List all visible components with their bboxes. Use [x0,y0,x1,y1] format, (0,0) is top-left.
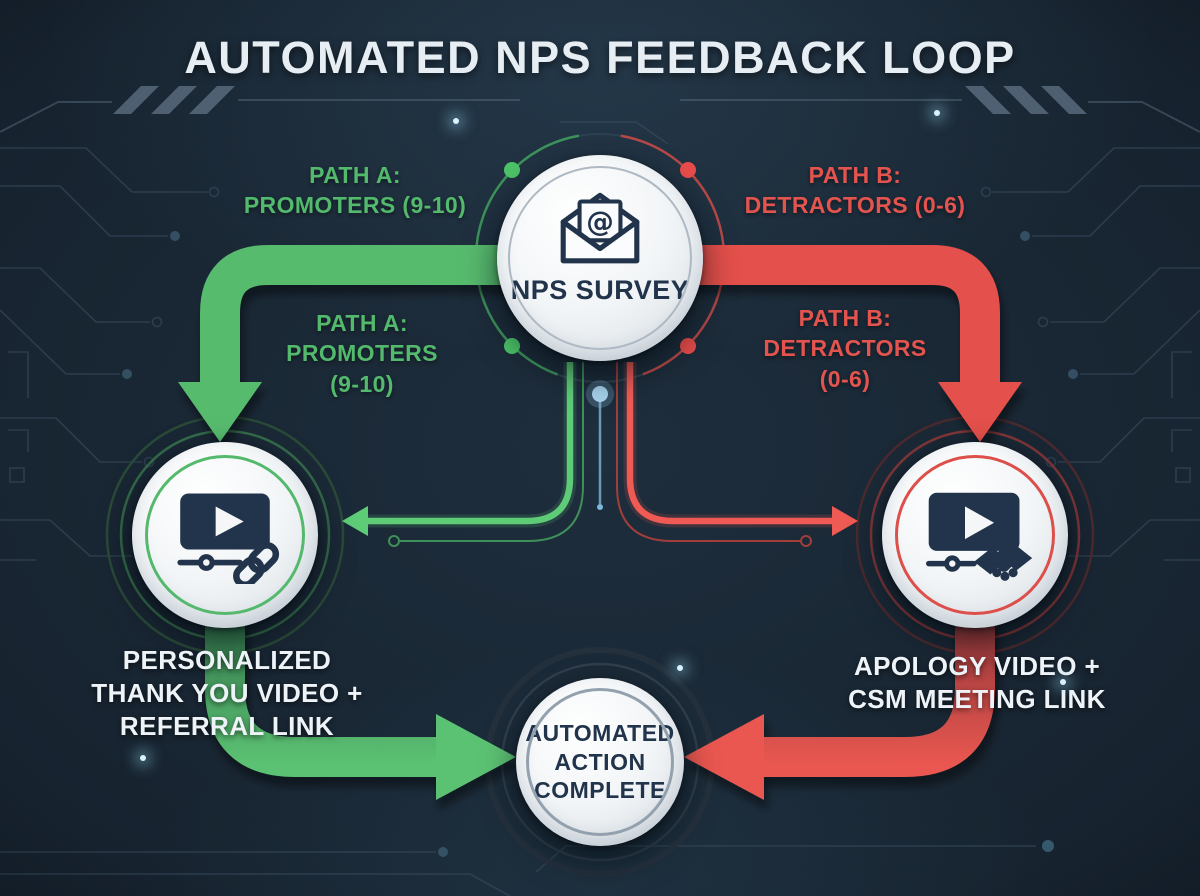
center-drop-line [586,380,614,510]
page-title: AUTOMATED NPS FEEDBACK LOOP [184,32,1016,83]
node-nps-survey: @ NPS SURVEY [497,155,703,361]
label-line: PATH B: [798,305,892,331]
node-action-complete: AUTOMATED ACTION COMPLETE [516,678,684,846]
thin-red-arrow [616,362,858,547]
label-path-b-top: PATH B: DETRACTORS (0-6) [715,160,995,221]
thin-green-arrow [342,362,584,547]
label-line: PATH B: [808,162,902,188]
label-line: APOLOGY VIDEO + [853,651,1101,681]
label-line: DETRACTORS [763,335,927,362]
label-promoter-action: PERSONALIZED THANK YOU VIDEO + REFERRAL … [62,644,392,742]
video-handshake-icon [925,492,1033,581]
email-at-icon: @ [560,192,640,264]
label-line: PROMOTERS [286,340,438,367]
label-line: (9-10) [330,370,394,397]
glow-dot [1060,679,1066,685]
node-detractor-action [882,442,1068,628]
label-line: CSM MEETING LINK [848,683,1106,714]
label-line: PROMOTERS (9-10) [243,192,467,219]
glow-dot [453,118,459,124]
path-b-arrow [680,245,1022,442]
label-line: REFERRAL LINK [119,710,335,741]
label-line: PATH A: [309,162,401,188]
label-line: DETRACTORS (0-6) [744,192,966,219]
svg-text:@: @ [586,205,614,238]
label-line: PATH A: [316,310,408,336]
glow-dot [140,755,146,761]
path-a-arrow [178,245,520,442]
node-promoter-action [132,442,318,628]
complete-label-line: AUTOMATED [525,720,675,747]
complete-label-line: ACTION [554,748,646,775]
glow-dot [934,110,940,116]
label-line: (0-6) [819,365,871,392]
glow-dot [677,665,683,671]
header-frame [0,86,1200,133]
survey-label-line: SURVEY [575,275,690,305]
label-line: PERSONALIZED [122,645,332,675]
complete-label-line: COMPLETE [534,777,666,804]
promoter-to-complete-arrow [205,618,516,800]
video-link-icon [177,493,280,584]
label-detractor-action: APOLOGY VIDEO + CSM MEETING LINK [812,650,1142,716]
label-path-a-top: PATH A: PROMOTERS (9-10) [215,160,495,221]
survey-label-line: NPS [510,275,568,305]
detractor-to-complete-arrow [684,618,995,800]
label-line: THANK YOU VIDEO + [91,677,363,708]
label-path-b-mid: PATH B: DETRACTORS (0-6) [725,303,965,394]
label-path-a-mid: PATH A: PROMOTERS (9-10) [242,308,482,399]
